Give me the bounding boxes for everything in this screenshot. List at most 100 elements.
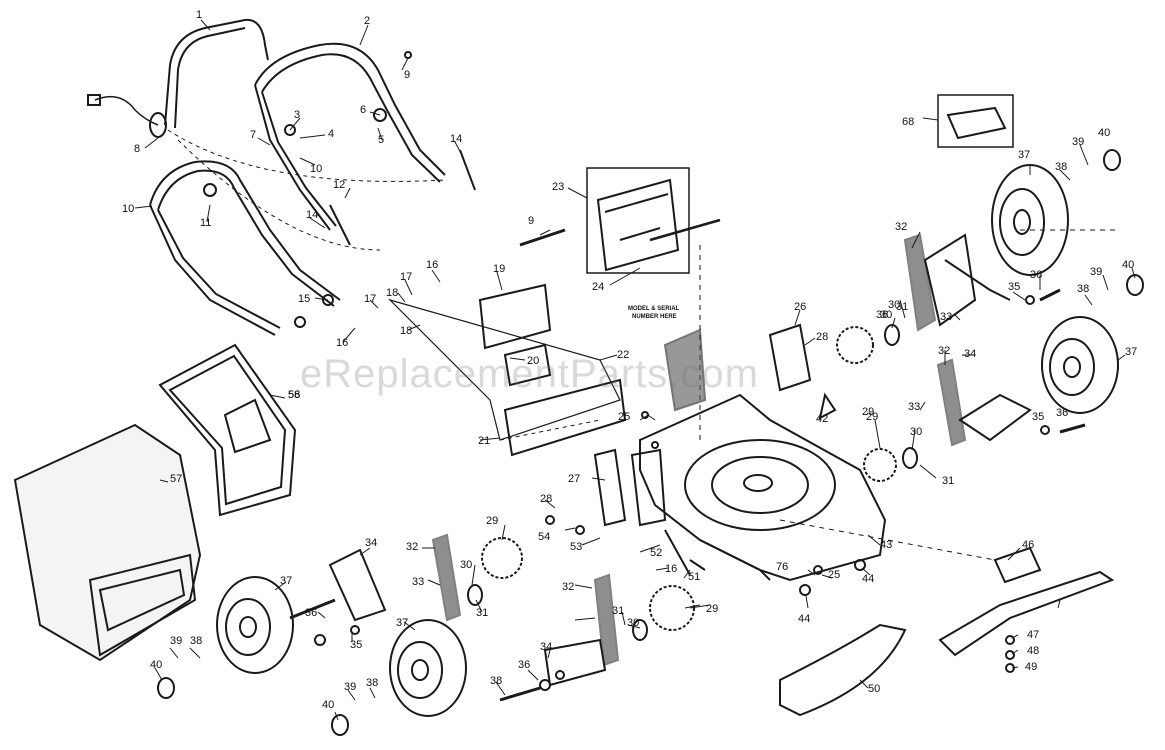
mower-blade (938, 570, 1115, 657)
part-callout-p57: 57 (170, 473, 182, 485)
part-callout-p24: 24 (592, 281, 604, 293)
part-callout-p15: 15 (298, 293, 310, 305)
part-callout-p34a: 34 (365, 537, 377, 549)
part-callout-p49: 49 (1025, 661, 1037, 673)
part-callout-p40a: 40 (1098, 127, 1110, 139)
part-callout-p43: 43 (880, 539, 892, 551)
part-callout-p38e: 38 (490, 675, 502, 687)
part-callout-p8: 8 (134, 143, 140, 155)
part-callout-p36c: 36 (1056, 407, 1068, 419)
part-callout-p18a: 18 (386, 287, 398, 299)
part-callout-p52: 52 (650, 547, 662, 559)
part-callout-p31a: 31 (896, 301, 908, 313)
part-callout-p38c: 38 (190, 635, 202, 647)
part-callout-p32c: 32 (406, 541, 418, 553)
model-serial-note-line2: NUMBER HERE (632, 314, 677, 320)
part-callout-p39b: 39 (1090, 266, 1102, 278)
part-callout-p50: 50 (868, 683, 880, 695)
discharge-chute (779, 623, 907, 717)
part-callout-p32d: 32 (562, 581, 574, 593)
part-callout-p19: 19 (493, 263, 505, 275)
part-callout-p53: 53 (570, 541, 582, 553)
part-callout-p34c: 34 (540, 641, 552, 653)
part-callout-p9a: 9 (404, 69, 410, 81)
part-callout-p20: 20 (527, 355, 539, 367)
part-callout-p10b: 10 (310, 163, 322, 175)
part-callout-p3: 3 (294, 109, 300, 121)
part-callout-p42: 42 (816, 413, 828, 425)
part-callout-p9b: 9 (528, 215, 534, 227)
part-callout-p47: 47 (1027, 629, 1039, 641)
part-callout-p68: 68 (902, 116, 914, 128)
part-callout-p26: 26 (794, 301, 806, 313)
part-callout-p37c: 37 (280, 575, 292, 587)
part-callout-p39a: 39 (1072, 136, 1084, 148)
part-callout-p40c: 40 (150, 659, 162, 671)
part-callout-p30b: 30 (880, 309, 892, 321)
part-callout-p36e: 36 (518, 659, 530, 671)
part-callout-p18b: 18 (400, 325, 412, 337)
part-callout-p32b: 32 (938, 345, 950, 357)
rear-bracket (478, 283, 552, 350)
part-callout-p35b: 35 (1032, 411, 1044, 423)
part-callout-p54: 54 (538, 531, 550, 543)
part-callout-p33c: 33 (412, 576, 424, 588)
part-callout-p38d: 38 (366, 677, 378, 689)
watermark-text: eReplacementParts.com (300, 352, 759, 396)
part-callout-p28b: 28 (540, 493, 552, 505)
part-callout-p51: 51 (688, 571, 700, 583)
part-callout-p30a: 30 (910, 426, 922, 438)
part-callout-p46: 46 (1022, 539, 1034, 551)
part-callout-p29d: 29 (866, 411, 878, 423)
part-callout-p22: 22 (617, 349, 629, 361)
part-callout-p7: 7 (250, 129, 256, 141)
part-callout-p37d: 37 (396, 617, 408, 629)
part-callout-p30c: 30 (460, 559, 472, 571)
mower-deck (639, 393, 887, 582)
part-callout-p21: 21 (478, 435, 490, 447)
part-callout-p6: 6 (360, 104, 366, 116)
part-callout-p34b: 34 (964, 348, 976, 360)
part-callout-p31d: 31 (612, 605, 624, 617)
part-callout-p16a: 16 (426, 259, 438, 271)
part-callout-p29c: 29 (706, 603, 718, 615)
part-callout-p17b: 17 (364, 293, 376, 305)
part-callout-p36b: 36 (1030, 269, 1042, 281)
part-callout-p11: 11 (200, 217, 211, 229)
part-callout-p31b: 31 (942, 475, 954, 487)
part-callout-p37b: 37 (1125, 346, 1137, 358)
part-callout-p1: 1 (196, 9, 202, 21)
part-callout-p32a: 32 (895, 221, 907, 233)
part-callout-p76: 76 (776, 561, 788, 573)
part-callout-p39d: 39 (344, 681, 356, 693)
inset-68 (937, 94, 1014, 148)
part-callout-p38b: 38 (1077, 283, 1089, 295)
part-callout-p35c: 35 (350, 639, 362, 651)
gear (836, 326, 874, 364)
model-serial-note-line1: MODEL & SERIAL (628, 306, 680, 312)
part-callout-p36d: 36 (305, 607, 317, 619)
inset-box (586, 167, 690, 274)
part-callout-p40d: 40 (322, 699, 334, 711)
part-callout-p44a: 44 (862, 573, 874, 585)
wheel-lower-right (1041, 316, 1119, 414)
handle-part-2 (254, 42, 446, 176)
part-callout-p5: 5 (378, 134, 384, 146)
part-callout-p38a: 38 (1055, 161, 1067, 173)
wheel-front-center (389, 619, 467, 717)
part-callout-p16b: 16 (336, 337, 348, 349)
lower-handle-part (149, 160, 341, 301)
part-callout-p39c: 39 (170, 635, 182, 647)
part-callout-p44b: 44 (798, 613, 810, 625)
part-callout-p29b: 29 (862, 406, 874, 418)
part-callout-p14a: 14 (450, 133, 462, 145)
part-callout-p23: 23 (552, 181, 564, 193)
part-callout-p10a: 10 (122, 203, 134, 215)
part-callout-p16c: 16 (665, 563, 677, 575)
part-callout-p25b: 25 (828, 569, 840, 581)
part-callout-p35a: 35 (1008, 281, 1020, 293)
part-callout-p33b: 33 (908, 401, 920, 413)
part-callout-p28a: 28 (816, 331, 828, 343)
part-callout-p36a: 36 (876, 309, 888, 321)
